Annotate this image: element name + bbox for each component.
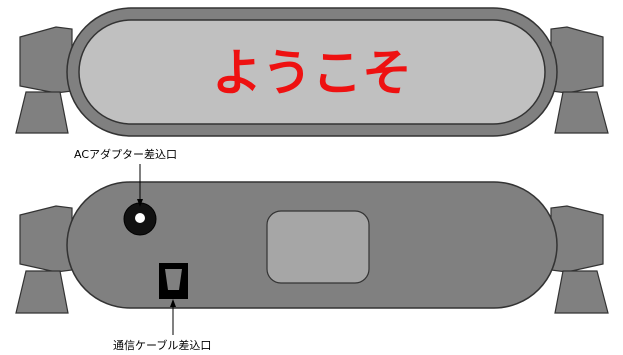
rear-panel (266, 210, 370, 284)
right-stand-upper (550, 26, 604, 94)
right-stand-base (554, 91, 609, 134)
right-stand-front (550, 26, 609, 134)
ac-callout-arrow (137, 199, 143, 207)
cable-port (159, 263, 188, 299)
ac-jack-inner (135, 213, 145, 223)
ac-adapter-label: ACアダプター差込口 (74, 147, 177, 161)
welcome-text: ようこそ (212, 44, 412, 102)
back-view: ACアダプター差込口 通信ケーブル差込口 (15, 147, 609, 352)
right-stand-back (550, 205, 609, 314)
left-stand-front (15, 26, 73, 134)
front-view: ようこそ (15, 7, 609, 137)
right-stand-back-base (554, 270, 609, 314)
left-stand-back-base (15, 270, 69, 314)
cable-port-label: 通信ケーブル差込口 (113, 338, 211, 352)
cable-port-inner (165, 269, 182, 290)
ac-adapter-callout: ACアダプター差込口 (74, 147, 177, 207)
cable-port-callout: 通信ケーブル差込口 (113, 299, 211, 352)
cable-callout-arrow (170, 299, 176, 307)
left-stand-back-upper (19, 205, 73, 273)
display-screen (78, 19, 546, 125)
left-stand-base (15, 91, 69, 134)
right-stand-back-upper (550, 205, 604, 273)
left-stand-upper (19, 26, 73, 94)
left-stand-back (15, 205, 73, 314)
ac-adapter-jack (123, 202, 157, 236)
